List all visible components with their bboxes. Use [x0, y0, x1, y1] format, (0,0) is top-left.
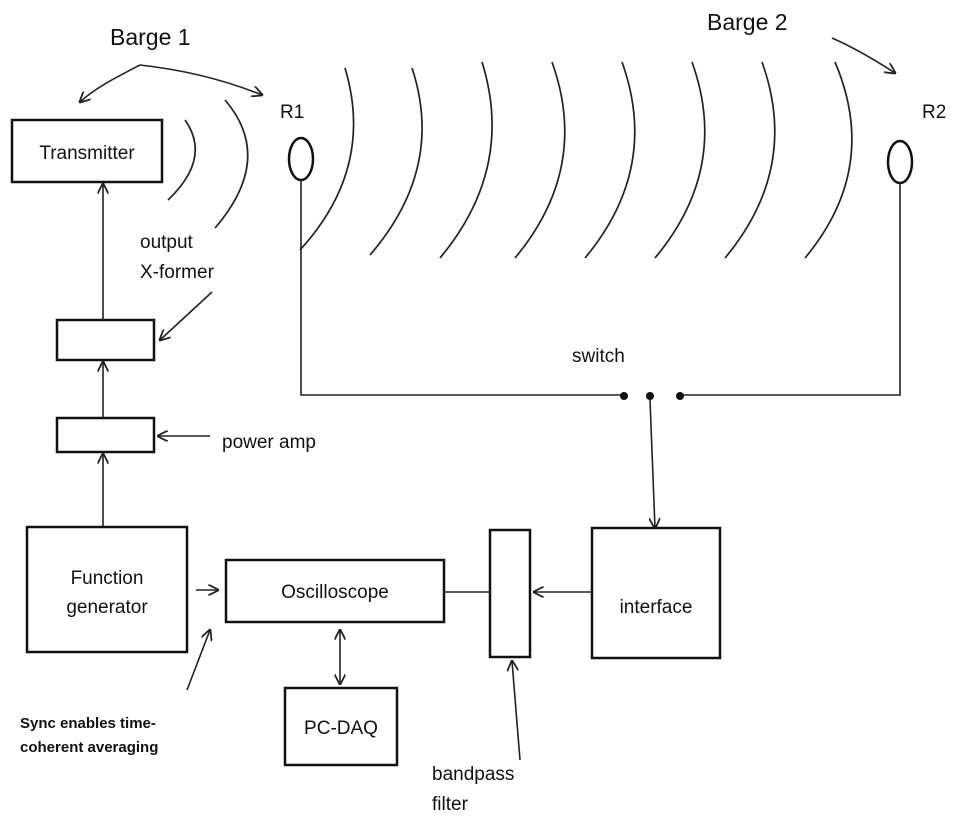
switch-contact-r2 [676, 392, 684, 400]
r1-label: R1 [280, 102, 304, 123]
sync-pointer-arrow [186, 630, 210, 691]
r2-receiver [886, 139, 914, 185]
propagation-waves [299, 61, 853, 259]
transmitter-label: Transmitter [39, 143, 135, 164]
switch-pivot [646, 392, 654, 400]
r1-cable [300, 180, 622, 396]
wave-8 [804, 61, 853, 259]
barge1-arrow-r1 [139, 64, 262, 95]
interface-box [590, 526, 722, 660]
power-amp-box [55, 416, 156, 454]
barge1-label: Barge 1 [110, 24, 191, 50]
output-xformer-box [55, 318, 156, 362]
power-amp-label: power amp [222, 432, 316, 453]
sync-label-1: Sync enables time- [20, 715, 156, 732]
transmitter-box [10, 118, 164, 184]
bandpass-label-1: bandpass [432, 764, 514, 785]
barge1-arrow-transmitter [80, 64, 141, 102]
wave-medium [214, 99, 249, 229]
wave-5 [584, 61, 636, 259]
oscilloscope-box [224, 558, 446, 624]
pcdaq-box [283, 686, 399, 767]
pcdaq-label: PC-DAQ [304, 718, 378, 739]
switch-label: switch [572, 346, 625, 367]
r2-cable [680, 183, 901, 396]
wave-2 [369, 67, 423, 256]
output-label-1: output [140, 232, 194, 253]
interface-label: interface [620, 597, 693, 618]
filter-pointer-arrow [512, 661, 521, 761]
wave-6 [654, 61, 706, 259]
barge2-arrow [831, 37, 895, 73]
switch-contact-r1 [620, 392, 628, 400]
bandpass-filter-box [488, 528, 532, 659]
wave-1 [299, 67, 355, 251]
oscilloscope-label: Oscilloscope [281, 582, 389, 603]
bandpass-label-2: filter [432, 794, 469, 815]
wave-7 [724, 61, 776, 259]
sync-label-2: coherent averaging [20, 739, 158, 756]
xformer-pointer-arrow [160, 291, 213, 340]
function-label-2: generator [66, 597, 148, 618]
r2-label: R2 [922, 102, 946, 123]
switch-to-interface-arrow [650, 399, 655, 528]
function-generator-box [25, 525, 189, 654]
switch [620, 392, 684, 400]
function-label-1: Function [71, 568, 144, 589]
wave-3 [439, 61, 493, 259]
wave-small [167, 119, 197, 201]
output-label-2: X-former [140, 262, 215, 283]
r1-receiver [287, 136, 315, 182]
wave-4 [514, 61, 566, 259]
barge2-label: Barge 2 [707, 9, 788, 35]
